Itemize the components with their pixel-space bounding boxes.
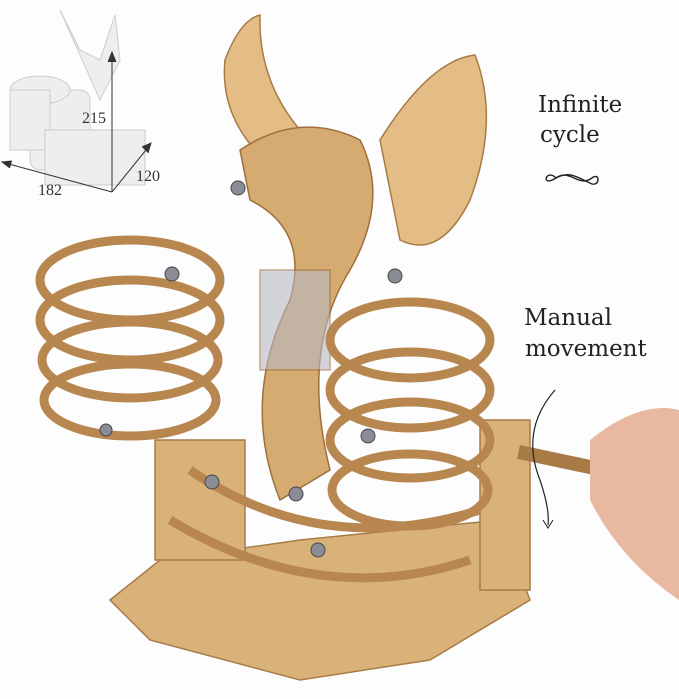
left-spiral <box>35 235 225 441</box>
dimension-height: 215 <box>82 110 106 127</box>
rotation-arrow-icon <box>532 389 556 526</box>
infinite-label-line2: cycle <box>540 122 600 148</box>
infinity-icon <box>545 174 599 185</box>
wings <box>223 14 488 246</box>
dimension-depth: 120 <box>136 168 160 185</box>
dimension-sketch <box>9 9 146 186</box>
dragon-body <box>239 126 374 502</box>
dimension-width: 182 <box>38 182 62 199</box>
right-spiral <box>167 297 495 583</box>
infinite-label-line1: Infinite <box>538 92 623 118</box>
manual-label-line1: Manual <box>524 305 612 331</box>
manual-label-line2: movement <box>525 336 647 362</box>
rotation-arrowhead <box>542 519 554 529</box>
dimension-arrows <box>0 50 152 193</box>
steel-marbles <box>99 180 403 558</box>
hand <box>590 408 679 600</box>
